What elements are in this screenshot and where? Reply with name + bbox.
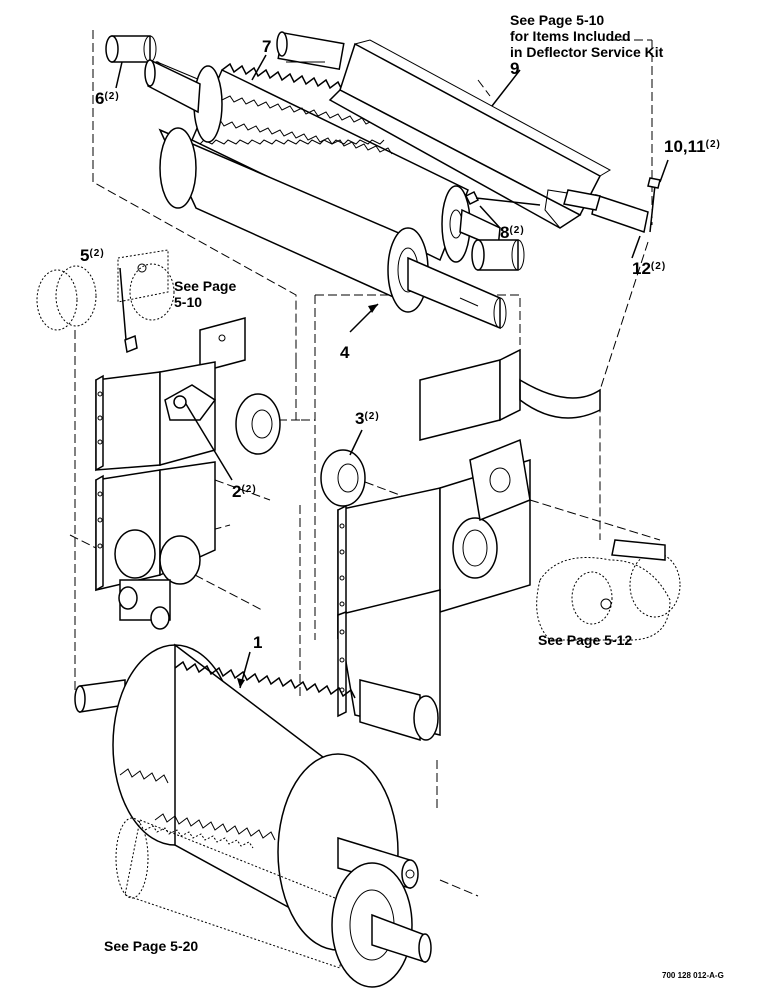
callout-10-11-number: 10,11 xyxy=(664,137,706,156)
note-deflector-line-1: See Page 5-10 xyxy=(510,12,605,28)
callout-6: 6(2) xyxy=(95,90,120,107)
callout-3: 3(2) xyxy=(355,410,380,427)
callout-6-qty: (2) xyxy=(104,91,120,102)
callout-12-number: 12 xyxy=(632,259,651,278)
callout-5-qty: (2) xyxy=(89,248,105,259)
callout-4-number: 4 xyxy=(340,343,350,362)
center-right-frame xyxy=(337,348,601,742)
callout-2: 2(2) xyxy=(232,483,257,500)
callout-1-number: 1 xyxy=(253,633,263,652)
callout-5: 5(2) xyxy=(80,247,105,264)
callout-6-number: 6 xyxy=(95,89,105,108)
main-serrated-roll xyxy=(74,643,419,951)
callout-7-number: 7 xyxy=(262,37,272,56)
callout-3-qty: (2) xyxy=(364,411,380,422)
callout-2-number: 2 xyxy=(232,482,242,501)
callout-5-number: 5 xyxy=(80,246,90,265)
note-deflector-line-3: in Deflector Service Kit xyxy=(510,44,664,60)
washer-item-3 xyxy=(320,449,366,507)
callout-10-11: 10,11(2) xyxy=(664,138,721,155)
callout-9-number: 9 xyxy=(510,59,520,78)
left-side-frame xyxy=(95,361,216,630)
note-left-plate: See Page 5-10 xyxy=(174,278,236,310)
note-deflector-line-2: for Items Included xyxy=(510,28,631,44)
callout-9: 9 xyxy=(510,60,519,77)
phantom-lines xyxy=(69,30,661,897)
note-bottom-roll: See Page 5-20 xyxy=(104,938,199,954)
deflector-bracket xyxy=(563,177,661,233)
idler-roll xyxy=(158,127,507,330)
bolt-item-8 xyxy=(464,190,541,206)
callout-2-qty: (2) xyxy=(241,484,257,495)
deflector xyxy=(276,31,612,229)
bushing-right xyxy=(471,239,525,271)
serrated-roll-upper xyxy=(144,58,501,263)
note-left-plate-line-2: 5-10 xyxy=(174,294,203,310)
leader-lines xyxy=(115,54,669,689)
callout-3-number: 3 xyxy=(355,409,365,428)
note-right-gearbox: See Page 5-12 xyxy=(538,632,633,648)
callout-10-11-qty: (2) xyxy=(705,139,721,150)
callout-8-number: 8 xyxy=(500,223,510,242)
callout-12: 12(2) xyxy=(632,260,666,277)
lower-roll-phantom xyxy=(115,817,432,988)
arm-item-2 xyxy=(164,384,281,455)
callout-4: 4 xyxy=(340,344,349,361)
callout-1: 1 xyxy=(253,634,262,651)
callout-8: 8(2) xyxy=(500,224,525,241)
callout-8-qty: (2) xyxy=(509,225,525,236)
callout-12-qty: (2) xyxy=(650,261,667,272)
note-deflector-kit: See Page 5-10 for Items Included in Defl… xyxy=(510,12,663,60)
callout-7: 7 xyxy=(262,38,271,55)
gearbox-right xyxy=(536,539,681,641)
left-side-plate-upper xyxy=(36,249,246,373)
drawing-code: 700 128 012-A-G xyxy=(662,971,724,980)
note-left-plate-line-1: See Page xyxy=(174,278,237,294)
